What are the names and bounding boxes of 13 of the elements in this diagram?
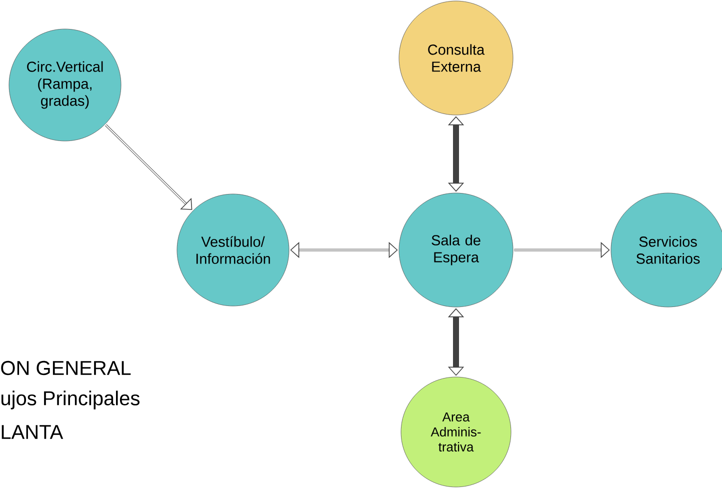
arrow [448, 116, 464, 192]
arrow [105, 124, 192, 210]
circle-node: Consulta Externa [398, 0, 514, 116]
circle-node: Servicios Sanitarios [610, 192, 722, 308]
circle-node: Sala de Espera [398, 192, 514, 308]
title-text: ON GENERAL [1, 360, 131, 376]
title-text: LANTA [2, 425, 64, 439]
title-text: ujos Principales [2, 390, 140, 410]
arrow [290, 242, 398, 258]
arrow [448, 308, 464, 376]
circle-node: Area Adminis- trativa [400, 376, 512, 488]
circle-node: Circ.Vertical (Rampa, gradas) [8, 28, 122, 142]
circle-node: Vestíbulo/ Información [176, 194, 290, 306]
